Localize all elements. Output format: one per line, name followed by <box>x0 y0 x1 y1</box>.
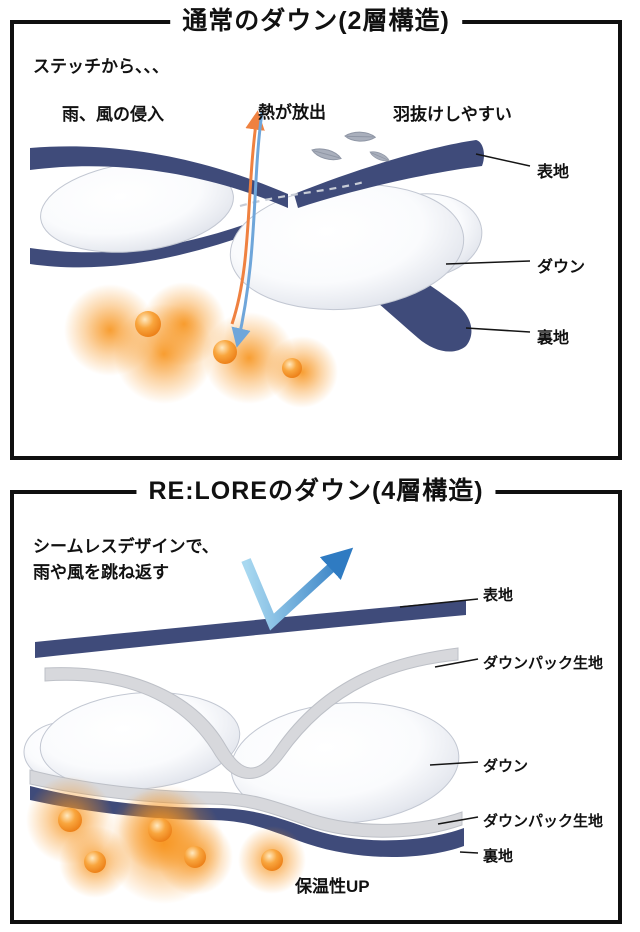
label-down: ダウン <box>483 758 529 775</box>
bounce-arrow-icon <box>241 547 354 631</box>
outer-fabric-shape <box>35 600 466 658</box>
annotation-rain-wind: 雨、風の侵入 <box>62 105 164 124</box>
label-outer-fabric: 表地 <box>537 164 570 181</box>
outer-fabric-shape <box>30 140 484 208</box>
relore-down-illustration <box>23 547 479 904</box>
heat-arrow-icon <box>230 110 265 325</box>
leader-lines <box>399 598 479 854</box>
lining-fabric-shape <box>30 786 464 857</box>
rain-arrow-icon <box>231 111 264 348</box>
label-outer-fabric: 表地 <box>483 587 514 604</box>
downpack-top-shape <box>44 647 459 779</box>
heat-particles <box>135 311 302 378</box>
annotation-feather-loss: 羽抜けしやすい <box>393 105 512 124</box>
panel-normal-down: 通常のダウン(2層構造) <box>10 6 622 460</box>
label-downpack-top: ダウンパック生地 <box>483 655 604 672</box>
annotation-heat-release: 熱が放出 <box>258 103 326 122</box>
label-lining: 裏地 <box>483 848 514 865</box>
annotation-stitch: ステッチから、、、 <box>33 57 169 76</box>
down-cluster-shapes <box>40 161 483 311</box>
annotation-seamless-line2: 雨や風を跳ね返す <box>33 563 169 582</box>
label-lining: 裏地 <box>537 330 570 347</box>
feather-icon <box>311 131 390 162</box>
panel-relore-down: RE:LOREのダウン(4層構造) <box>10 476 622 924</box>
label-downpack-bottom: ダウンパック生地 <box>483 813 604 830</box>
label-down: ダウン <box>537 259 586 276</box>
panel-bottom-title: RE:LOREのダウン(4層構造) <box>136 476 496 506</box>
panel-top-title: 通常のダウン(2層構造) <box>170 6 462 36</box>
normal-down-illustration <box>30 110 531 408</box>
leader-lines <box>445 153 531 333</box>
heat-particles <box>58 808 283 873</box>
annotation-warmth-up: 保温性UP <box>295 877 370 896</box>
annotation-seamless-line1: シームレスデザインで、 <box>33 537 219 556</box>
